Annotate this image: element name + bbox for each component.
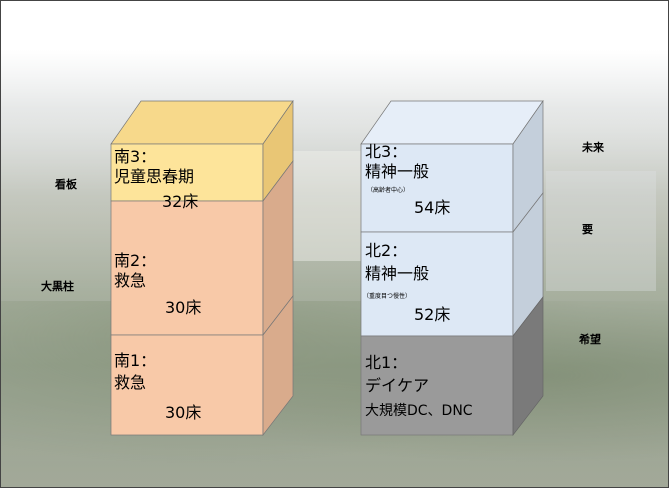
north-2-note: （重度目つ慢性） xyxy=(363,293,412,300)
north-1-front xyxy=(360,335,514,436)
south-3-beds: 32床 xyxy=(162,192,199,211)
south-1-beds: 30床 xyxy=(165,403,202,422)
south-tower xyxy=(110,99,294,437)
north-1-side xyxy=(512,295,544,437)
north-2-front xyxy=(360,231,514,337)
north-1-name: 北1： xyxy=(365,353,408,372)
south-1-name: 南1： xyxy=(114,351,157,370)
north-3-dept: 精神一般 xyxy=(365,162,430,181)
north-1-dept: デイケア xyxy=(365,376,430,395)
background-building-right xyxy=(546,171,656,291)
south-2-name: 南2： xyxy=(114,251,157,270)
north-3-note: （高齢者中心） xyxy=(367,187,410,194)
south-1-side xyxy=(262,294,294,437)
label-kaname: 要 xyxy=(582,223,593,236)
south-2-front xyxy=(110,200,264,336)
south-3-name: 南3： xyxy=(114,147,157,166)
north-3-name: 北3： xyxy=(365,142,408,161)
north-2-beds: 52床 xyxy=(414,305,451,324)
label-mirai: 未来 xyxy=(582,141,604,154)
south-2-beds: 30床 xyxy=(165,298,202,317)
south-3-dept: 児童思春期 xyxy=(114,167,195,186)
south-1-dept: 救急 xyxy=(114,373,147,392)
south-2-dept: 救急 xyxy=(114,271,147,290)
north-2-dept: 精神一般 xyxy=(365,264,430,283)
north-2-name: 北2： xyxy=(365,241,408,260)
north-tower xyxy=(360,99,544,437)
north-3-beds: 54床 xyxy=(414,198,451,217)
north-1-sub: 大規模DC、DNC xyxy=(365,403,473,419)
south-1-front xyxy=(110,334,264,436)
south-3-front xyxy=(110,143,264,202)
north-top-face xyxy=(360,100,544,145)
label-kanban: 看板 xyxy=(55,178,77,191)
label-kibou: 希望 xyxy=(579,333,601,346)
label-daikokubashira: 大黒柱 xyxy=(41,280,74,293)
south-top-face xyxy=(110,100,294,145)
